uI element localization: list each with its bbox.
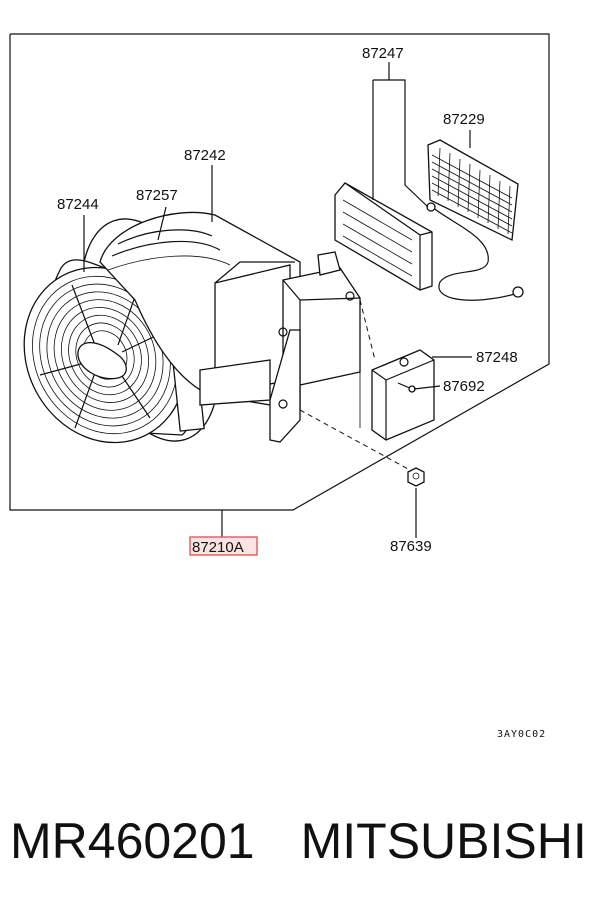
highlight-box (189, 536, 258, 556)
callout-87257: 87257 (136, 187, 178, 204)
fan-shroud-part (99, 211, 301, 411)
assembly-frame (9, 33, 550, 511)
callout-87639: 87639 (390, 538, 432, 555)
part-number: MR460201 (10, 813, 255, 869)
footer: MR460201 MITSUBISHI (10, 806, 590, 876)
module-part (359, 349, 435, 441)
callout-87247: 87247 (362, 45, 404, 62)
diagram-code: 3AY0C02 (497, 729, 546, 740)
nut-part (407, 467, 425, 487)
module-axis-line (359, 299, 376, 361)
filter-part (426, 139, 524, 301)
callout-87242: 87242 (184, 147, 226, 164)
callout-87210a[interactable]: 87210A (192, 539, 244, 556)
callout-87692: 87692 (443, 378, 485, 395)
callout-87244: 87244 (57, 196, 99, 213)
callout-87229: 87229 (443, 111, 485, 128)
assembly-axis-line (299, 409, 411, 471)
callout-87248: 87248 (476, 349, 518, 366)
leader-lines (83, 62, 472, 538)
louver-part (334, 182, 433, 291)
housing-bracket-part (269, 251, 361, 443)
brand-name: MITSUBISHI (300, 813, 587, 869)
